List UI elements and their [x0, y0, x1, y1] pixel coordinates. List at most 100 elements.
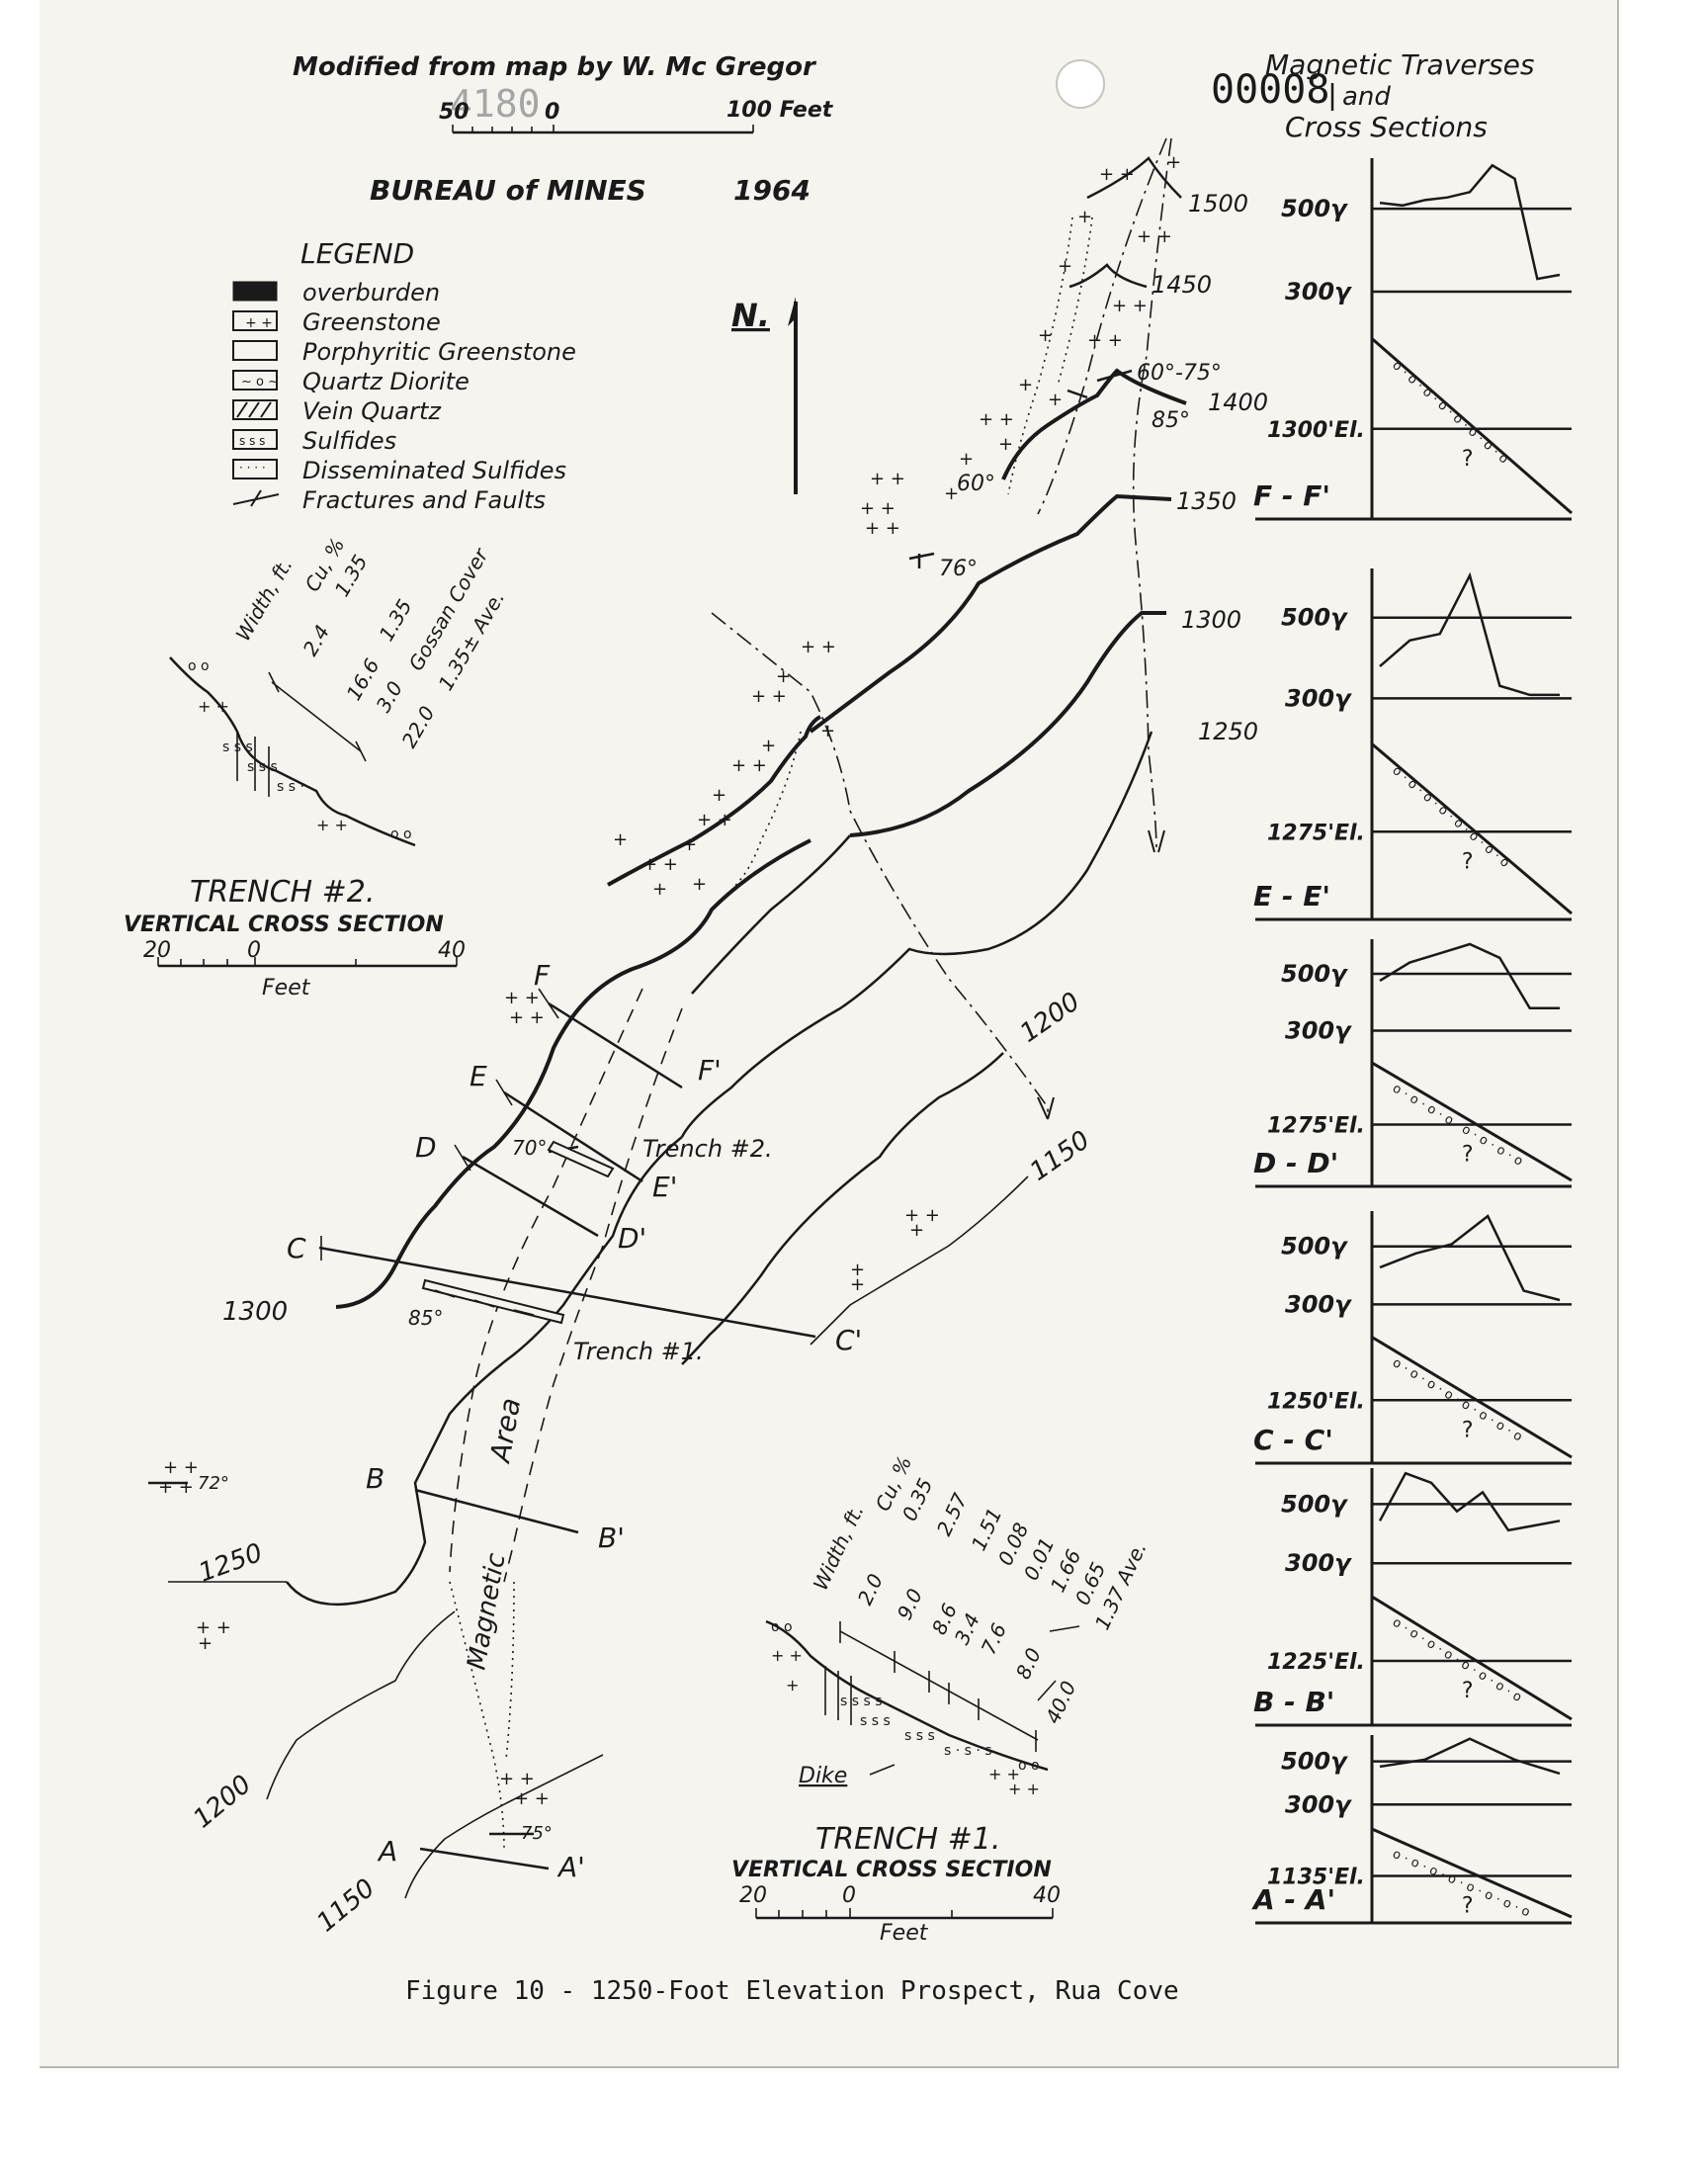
svg-text:~ o ~: ~ o ~: [241, 375, 279, 390]
legend: LEGEND + + ~ o ~ s s s · · · · overburde…: [232, 237, 576, 514]
trench1-scale-unit: Feet: [880, 1921, 929, 1946]
trench1-scale-zero: 0: [842, 1883, 856, 1908]
section-label-E: E: [470, 1060, 487, 1092]
panel-section-name: C - C': [1253, 1424, 1333, 1456]
panel-section-name: F - F': [1253, 479, 1330, 512]
svg-text:+ +: + +: [163, 1457, 199, 1478]
svg-text:+: +: [850, 1260, 865, 1280]
contour-label-1350: 1350: [1176, 487, 1237, 515]
legend-item-2: Porphyritic Greenstone: [302, 338, 576, 366]
legend-item-7: Fractures and Faults: [302, 486, 546, 514]
trench2-scale-unit: Feet: [262, 976, 311, 1000]
magnetic-reading-line: [1379, 942, 1560, 1010]
panel-top-label: 500γ: [1281, 195, 1348, 222]
svg-text:+ +: + +: [1008, 1780, 1040, 1798]
trench1-dike-label: Dike: [799, 1764, 847, 1788]
svg-text:+ +: + +: [245, 315, 273, 331]
magnetic-reading-line: [1378, 1471, 1561, 1532]
trench1-title: TRENCH #1.: [815, 1822, 1000, 1857]
svg-text:o o: o o: [390, 826, 412, 842]
svg-text:+: +: [944, 483, 959, 504]
main-scale-left: 50: [439, 100, 470, 125]
section-label-Ap: A': [556, 1851, 585, 1883]
svg-text:s s s: s s s: [239, 434, 265, 448]
legend-title: LEGEND: [300, 237, 414, 270]
greenstone-symbols: + ++ ++ + ++ + ++ + ++ + ++ ++ + ++ + + …: [158, 152, 1181, 1809]
section-label-Ep: E': [652, 1171, 677, 1203]
map-label-trench2: Trench #2.: [642, 1135, 773, 1163]
svg-text:o o: o o: [1018, 1758, 1040, 1774]
svg-text:+ +: + +: [316, 816, 348, 834]
magnetic-area-bounds: [449, 217, 1093, 1850]
svg-text:+ +: + +: [642, 854, 678, 875]
trench2-row-2-width: 3.0: [372, 677, 408, 717]
unknown-marker: ?: [1462, 849, 1474, 874]
dip-85-west: 85°: [408, 1306, 443, 1330]
svg-text:+ +: + +: [514, 1788, 550, 1809]
contour-label-1200: 1200: [1015, 987, 1085, 1049]
dip-85-east: 85°: [1152, 408, 1190, 433]
traverse-title-2: and: [1342, 82, 1391, 112]
punch-hole: [1056, 59, 1105, 109]
panel-elevation-label: 1300'El.: [1267, 418, 1365, 443]
svg-text:+: +: [712, 785, 726, 806]
contour-label-1150-west: 1150: [311, 1873, 381, 1939]
svg-text:+: +: [786, 1676, 799, 1695]
contour-label-1250: 1250: [1198, 718, 1258, 745]
panel-section-name: D - D': [1253, 1147, 1338, 1179]
svg-text:+ +: + +: [1137, 226, 1172, 247]
svg-text:+: +: [761, 736, 776, 756]
svg-text:+: +: [1166, 152, 1181, 173]
trench2-scale-left: 20: [143, 938, 171, 963]
contour-label-1500: 1500: [1188, 190, 1248, 218]
contour-label-1450: 1450: [1152, 271, 1212, 299]
svg-text:· · · ·: · · · ·: [239, 461, 266, 475]
panel-top-label: 500γ: [1281, 1490, 1348, 1518]
north-label: N.: [731, 297, 770, 334]
overburden-pattern: o · o · o · o · o · o · o · o: [1389, 763, 1511, 871]
panel-top-label: 500γ: [1281, 960, 1348, 988]
ground-profile: [1371, 1595, 1573, 1721]
svg-text:+ +: + +: [860, 498, 896, 519]
trench1-section: + + + s s s s s s s s s s s · s · s + + …: [765, 1619, 1049, 1798]
trench1-header-width: Width, ft.: [809, 1501, 869, 1594]
ground-profile: [1371, 1336, 1573, 1459]
svg-text:+ +: + +: [509, 1007, 545, 1028]
svg-text:+: +: [776, 666, 791, 687]
trench2-row-3-width: 22.0: [397, 702, 440, 752]
trench2-row-1-cu: 1.35: [375, 595, 417, 646]
figure-caption: Figure 10 - 1250-Foot Elevation Prospect…: [405, 1976, 1179, 2006]
panel-elevation-label: 1250'El.: [1267, 1389, 1365, 1414]
svg-text:+: +: [1048, 390, 1063, 410]
magnetic-reading-line: [1379, 1737, 1561, 1776]
map-sheet: [40, 0, 1619, 2068]
section-label-Bp: B': [598, 1522, 625, 1554]
svg-text:+: +: [850, 1274, 865, 1295]
unknown-marker: ?: [1462, 1894, 1474, 1919]
svg-text:+: +: [682, 834, 697, 855]
svg-text:+ +: + +: [979, 409, 1014, 430]
svg-text:+ +: + +: [751, 686, 787, 707]
panel-mid-label: 300γ: [1285, 1290, 1352, 1318]
year: 1964: [733, 174, 811, 207]
dip-70: 70°: [512, 1136, 547, 1160]
svg-text:s s s: s s s: [904, 1728, 935, 1744]
unknown-marker: ?: [1462, 447, 1474, 472]
svg-text:s · s · s: s · s · s: [944, 1743, 992, 1759]
dip-60: 60°: [957, 472, 995, 496]
trench2-section: + + s s s s s s s s · + + o o o o: [169, 656, 416, 847]
legend-item-4: Vein Quartz: [302, 397, 442, 425]
trench2-header-width: Width, ft.: [231, 554, 298, 645]
ground-profile: [1371, 1827, 1573, 1919]
section-label-F: F: [534, 959, 551, 992]
svg-text:+ +: + +: [865, 518, 900, 539]
trench1-scale-right: 40: [1033, 1883, 1061, 1908]
panel-mid-label: 300γ: [1285, 1790, 1352, 1818]
panel-section-name: A - A': [1251, 1883, 1335, 1916]
panel-elevation-label: 1225'El.: [1267, 1650, 1365, 1675]
section-label-Cp: C': [835, 1324, 862, 1356]
panel-elevation-label: 1275'El.: [1267, 821, 1365, 845]
contour-label-1250-west: 1250: [195, 1538, 266, 1589]
